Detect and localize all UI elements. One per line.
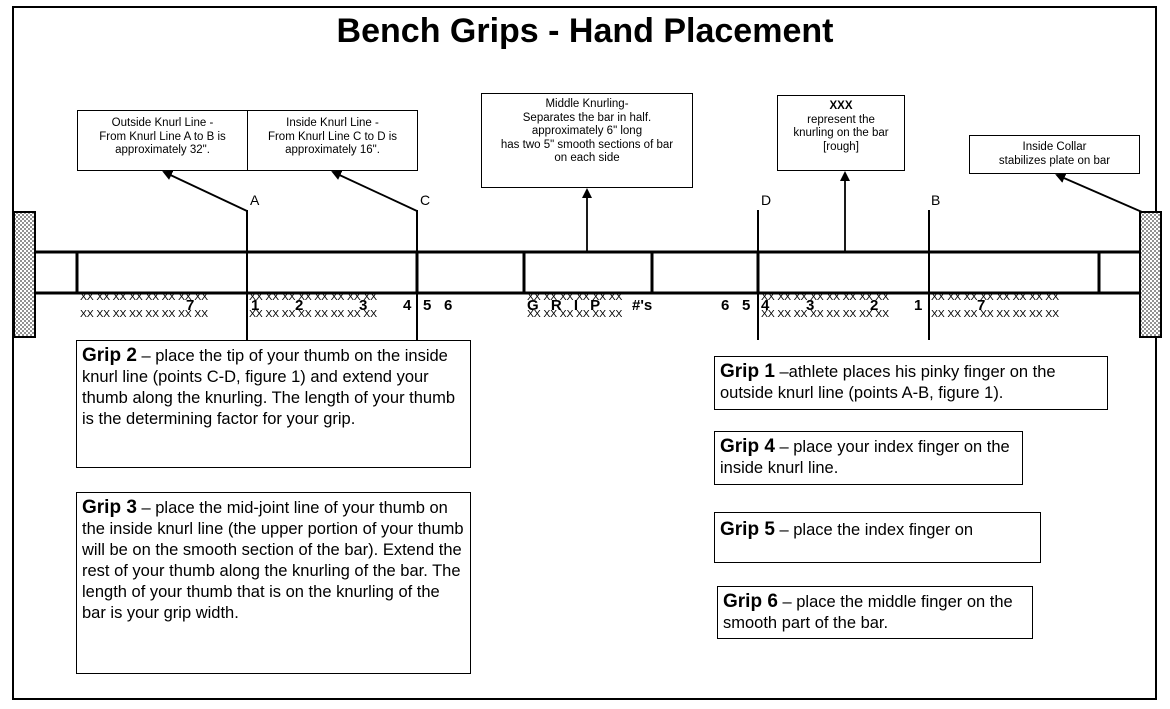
callout-outside-knurl: Outside Knurl Line - From Knurl Line A t… <box>77 110 248 171</box>
grip-number: 4 <box>761 297 770 314</box>
point-label-a: A <box>250 192 260 208</box>
arrow-collar <box>1055 173 1143 213</box>
diagram-frame <box>12 6 1157 700</box>
grip-number: 3 <box>806 297 815 314</box>
grip-5-box: Grip 5 – place the index finger on <box>714 512 1041 563</box>
point-label-b: B <box>931 192 941 208</box>
grip-number: 2 <box>295 297 304 314</box>
callout-xxx-knurling: XXX represent the knurling on the bar [r… <box>777 95 905 171</box>
grip-3-box: Grip 3 – place the mid-joint line of you… <box>76 492 471 674</box>
grip-label: G R I P <box>527 297 605 314</box>
page-title: Bench Grips - Hand Placement <box>336 12 834 50</box>
grip-2-box: Grip 2 – place the tip of your thumb on … <box>76 340 471 468</box>
callout-inside-collar: Inside Collar stabilizes plate on bar <box>969 135 1140 174</box>
grip-4-box: Grip 4 – place your index finger on the … <box>714 431 1023 485</box>
point-label-d: D <box>761 192 772 208</box>
grip-label-numbers: #'s <box>632 297 653 314</box>
grip-number: 3 <box>359 297 368 314</box>
grip-number: 6 <box>721 297 730 314</box>
callout-middle-knurling: Middle Knurling- Separates the bar in ha… <box>481 93 693 188</box>
grip-number: 6 <box>444 297 453 314</box>
grip-number: 1 <box>914 297 923 314</box>
grip-number: 7 <box>977 297 986 314</box>
arrow-inside <box>331 170 418 212</box>
right-collar <box>1139 211 1162 338</box>
arrow-outside <box>162 170 248 212</box>
callout-inside-knurl: Inside Knurl Line - From Knurl Line C to… <box>247 110 418 171</box>
left-collar <box>13 211 36 338</box>
grip-number: 4 <box>403 297 412 314</box>
grip-number: 5 <box>423 297 432 314</box>
grip-number: 5 <box>742 297 751 314</box>
grip-number: 2 <box>870 297 879 314</box>
grip-6-box: Grip 6 – place the middle finger on the … <box>717 586 1033 639</box>
grip-number: 1 <box>251 297 260 314</box>
grip-number: 7 <box>186 297 195 314</box>
grip-1-box: Grip 1 –athlete places his pinky finger … <box>714 356 1108 410</box>
point-label-c: C <box>420 192 431 208</box>
